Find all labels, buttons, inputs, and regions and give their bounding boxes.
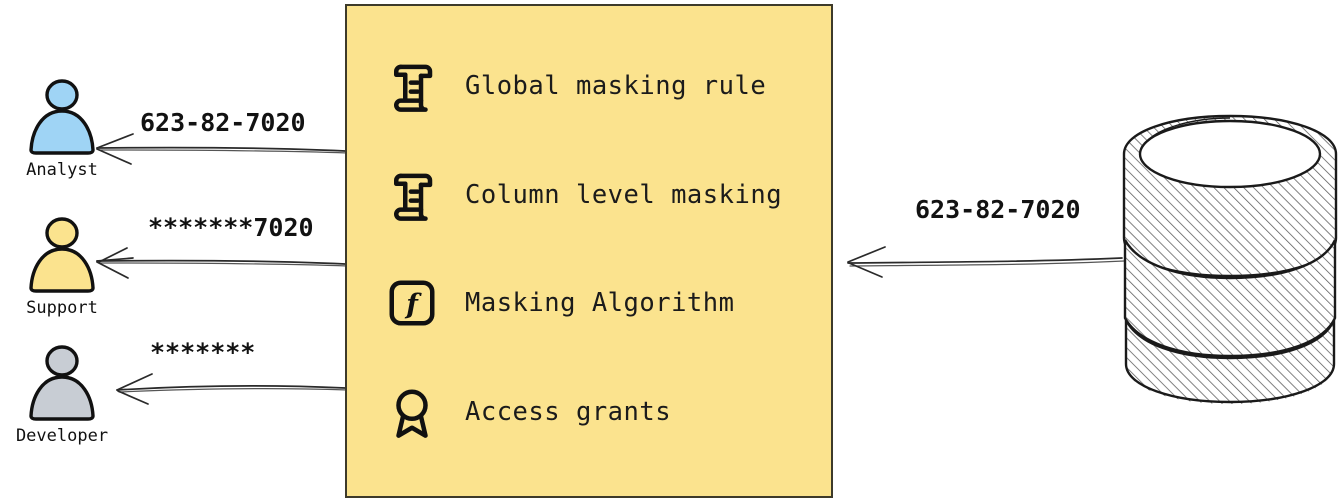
masking-policy-panel: Global masking rule Column level masking bbox=[345, 4, 833, 498]
flow-value-database: 623-82-7020 bbox=[915, 195, 1081, 224]
policy-item-list: Global masking rule Column level masking bbox=[347, 6, 831, 496]
flow-value-support: *******7020 bbox=[148, 213, 314, 242]
person-icon bbox=[29, 79, 95, 155]
scroll-icon bbox=[394, 173, 433, 221]
policy-item-label: Access grants bbox=[465, 396, 672, 427]
flow-value-analyst: 623-82-7020 bbox=[140, 108, 306, 137]
policy-item-label: Column level masking bbox=[465, 179, 783, 210]
policy-item-column-level-masking[interactable]: Column level masking bbox=[347, 147, 831, 243]
svg-text:f: f bbox=[404, 289, 422, 320]
arrow-to-support bbox=[96, 247, 349, 279]
policy-item-global-masking-rule[interactable]: Global masking rule bbox=[347, 38, 831, 134]
actor-label: Analyst bbox=[26, 160, 98, 180]
actor-support: Support bbox=[2, 216, 122, 318]
actor-label: Developer bbox=[15, 426, 109, 446]
actor-analyst: Analyst bbox=[2, 78, 122, 180]
db-tier-top bbox=[1122, 114, 1338, 278]
arrow-to-analyst bbox=[96, 133, 349, 165]
person-icon bbox=[29, 217, 95, 293]
person-icon bbox=[29, 345, 95, 421]
actor-developer: Developer bbox=[2, 344, 122, 446]
scroll-icon bbox=[394, 64, 433, 113]
award-icon bbox=[396, 389, 428, 438]
database-cylinder-icon bbox=[1122, 114, 1338, 404]
flow-value-developer: ******* bbox=[150, 338, 256, 367]
actor-label: Support bbox=[26, 298, 98, 318]
policy-item-label: Masking Algorithm bbox=[465, 288, 735, 319]
policy-item-access-grants[interactable]: Access grants bbox=[347, 364, 831, 460]
arrow-to-developer bbox=[116, 373, 349, 405]
function-icon: f bbox=[389, 280, 435, 326]
policy-item-label: Global masking rule bbox=[465, 71, 767, 102]
policy-item-masking-algorithm[interactable]: f Masking Algorithm bbox=[347, 255, 831, 351]
arrow-db-to-panel bbox=[847, 246, 1125, 278]
